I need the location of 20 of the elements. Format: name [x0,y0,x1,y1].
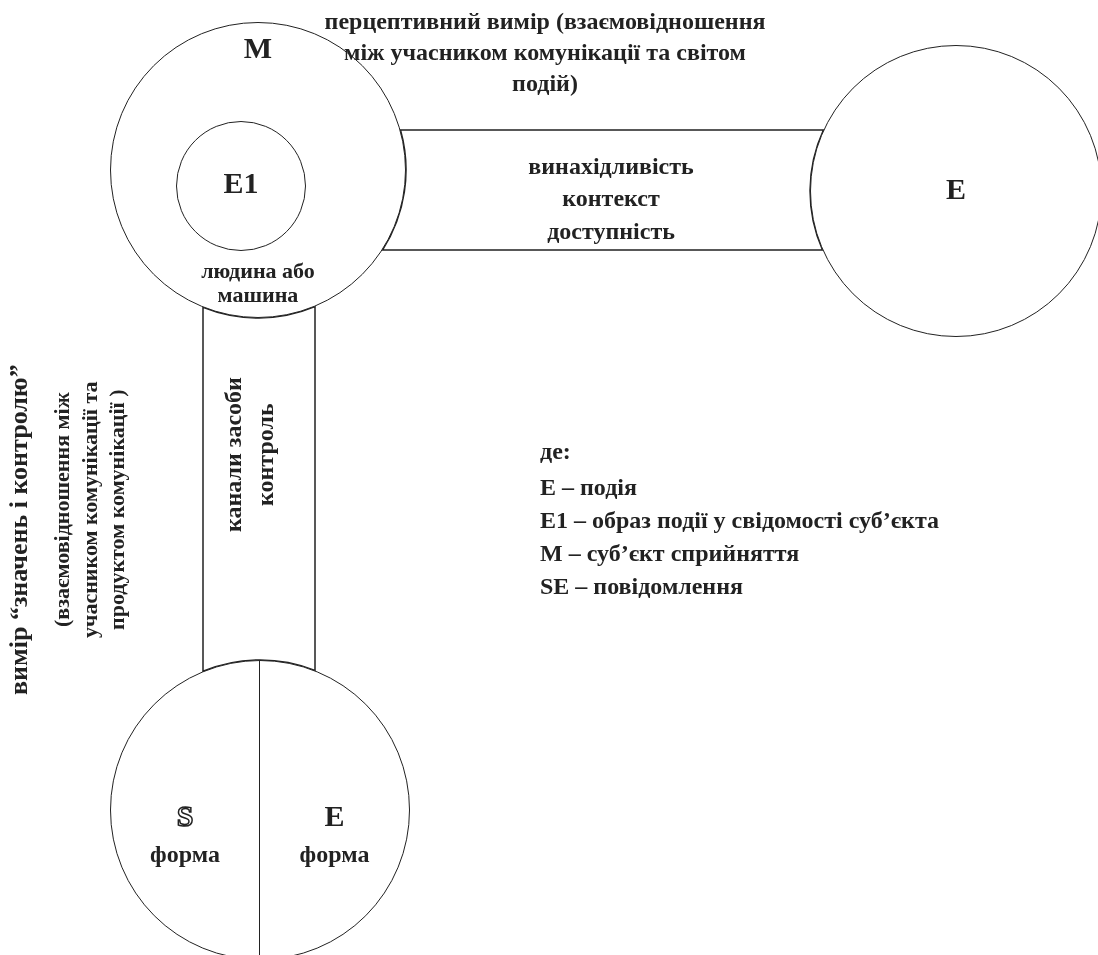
node-letter: S [176,799,194,832]
node-letter: E [946,172,966,205]
node-letter: M [243,31,273,64]
node-letter: E [324,799,345,832]
node-caption: людина або машина [200,259,316,308]
node-caption: форма [150,841,220,868]
node-letter: E1 [223,166,259,199]
edge-label: канали засоби контроль [219,376,280,535]
edge-label: винахідливість контекст доступність [528,152,694,246]
legend-heading: де: [540,438,571,465]
legend-text: E – подія [540,474,637,501]
legend-text: E1 – образ події у свідомості суб’єкта [540,507,939,534]
dimension-heading: вимір “значень і контролю” [4,363,34,698]
dimension-note: (взаємовідношення між учасником комунікації та продуктом комунікації ) [48,380,130,641]
legend-text: SE – повідомлення [540,573,743,600]
dimension-heading: перцептивний вимір (взаємовідношення між учасником комунікації та світом подій) [323,7,767,99]
legend-text: M – суб’єкт сприйняття [540,540,800,567]
band-connector [202,305,316,673]
node-caption: форма [299,841,370,868]
band-connector [381,129,825,251]
